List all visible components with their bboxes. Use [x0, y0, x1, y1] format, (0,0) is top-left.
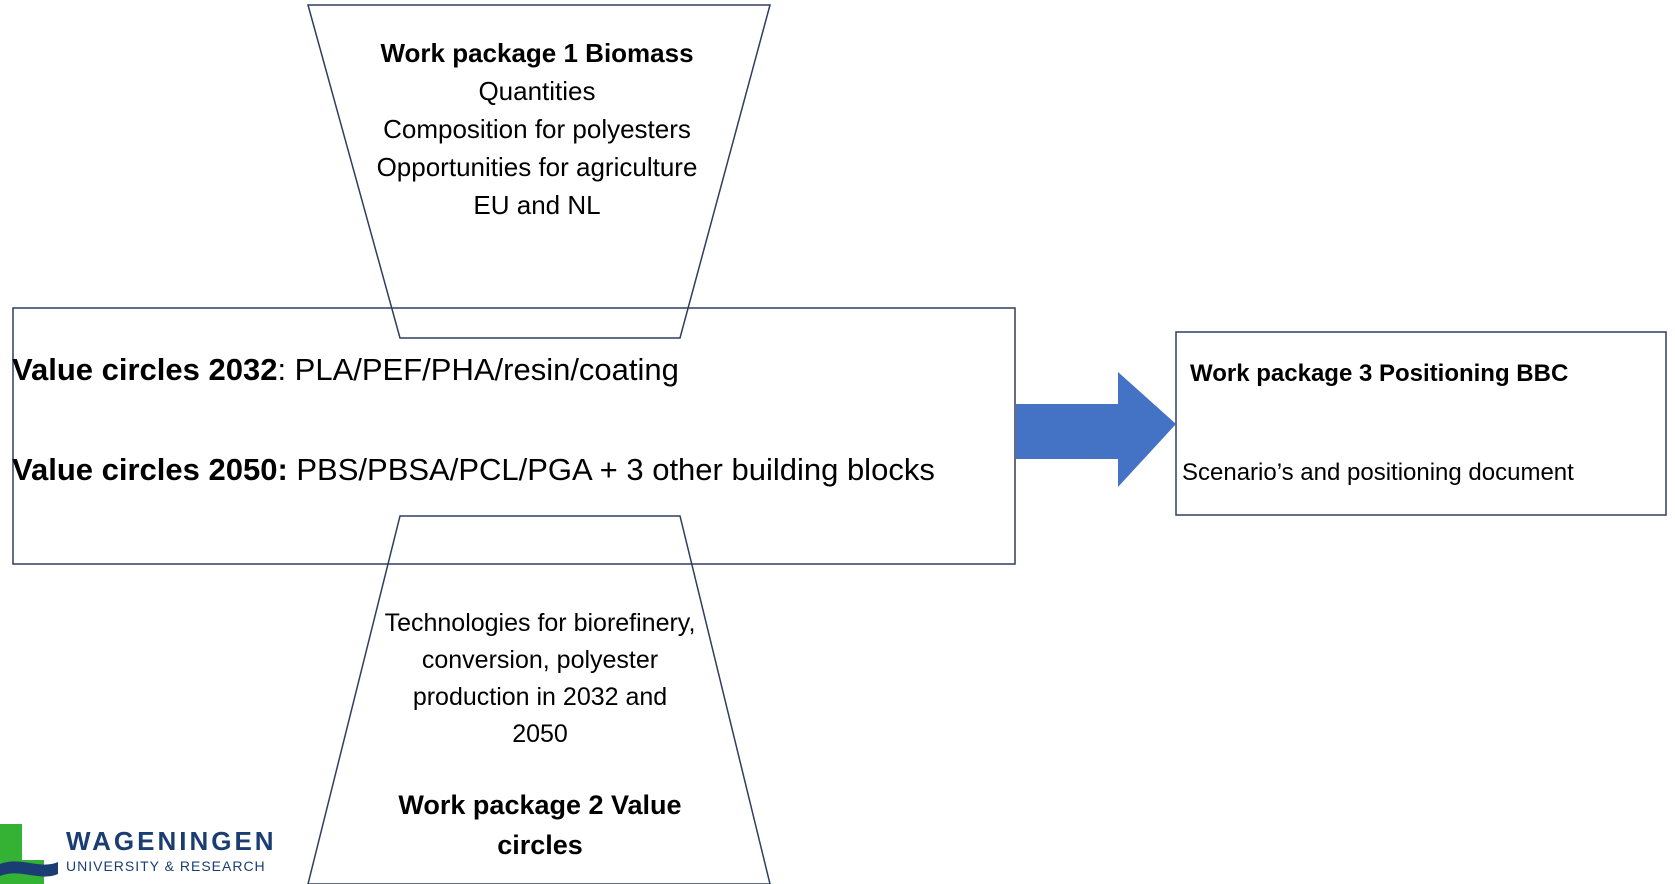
wp3-description: Scenario’s and positioning document	[1182, 459, 1574, 486]
wp2-title: Work package 2 Value circles	[398, 790, 682, 860]
value-circles-2032: Value circles 2032: PLA/PEF/PHA/resin/co…	[12, 352, 935, 405]
wp1-line-quantities: Quantities	[478, 76, 596, 106]
wageningen-logo: WAGENINGEN UNIVERSITY & RESEARCH	[0, 820, 290, 884]
main-box	[12, 307, 1016, 565]
wp2-funnel	[307, 515, 771, 884]
value-circles-2050-items: PBS/PBSA/PCL/PGA + 3 other building bloc…	[287, 452, 935, 487]
value-circles-2032-items: : PLA/PEF/PHA/resin/coating	[277, 352, 679, 387]
value-circles-2050: Value circles 2050: PBS/PBSA/PCL/PGA + 3…	[12, 452, 935, 505]
value-circles-2050-label: Value circles 2050:	[12, 452, 288, 487]
main-box-text: Value circles 2032: PLA/PEF/PHA/resin/co…	[12, 352, 935, 505]
wp1-funnel	[307, 4, 771, 339]
logo-name: WAGENINGEN	[66, 826, 277, 856]
wp3-box	[1175, 331, 1667, 516]
logo-subtitle: UNIVERSITY & RESEARCH	[66, 858, 266, 874]
wur-emblem-icon	[0, 824, 58, 884]
wp2-description: Technologies for biorefinery, conversion…	[384, 609, 696, 748]
wp1-text: Work package 1 Biomass Quantities Compos…	[300, 34, 774, 224]
value-circles-2032-label: Value circles 2032	[12, 352, 278, 387]
wp1-line-composition: Composition for polyesters	[383, 114, 691, 144]
right-arrow	[1016, 372, 1176, 487]
wp1-line-region: EU and NL	[473, 190, 601, 220]
wp1-title: Work package 1 Biomass	[380, 38, 694, 68]
wp3-title: Work package 3 Positioning BBC	[1190, 360, 1569, 387]
wp1-line-opportunities: Opportunities for agriculture	[376, 152, 698, 182]
